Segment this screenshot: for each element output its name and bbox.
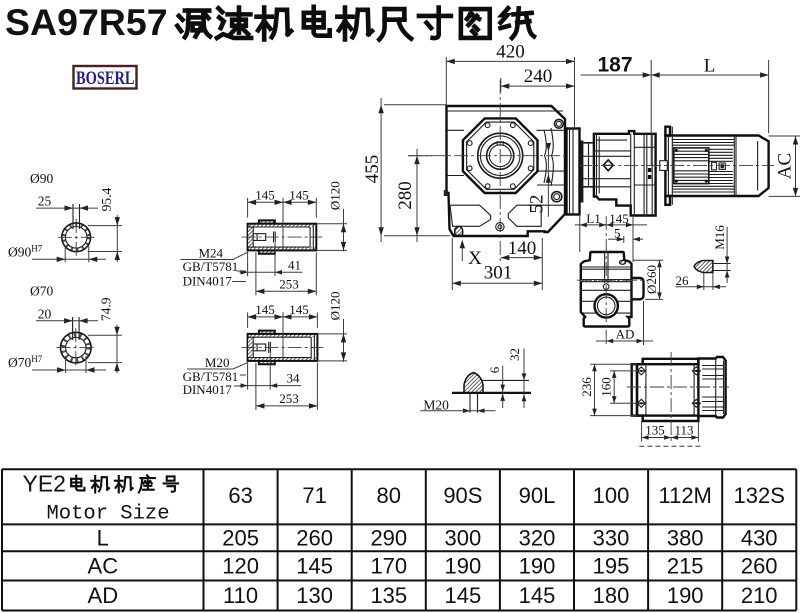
svg-text:52: 52 xyxy=(527,195,548,214)
svg-text:Motor Size: Motor Size xyxy=(46,503,169,526)
svg-text:160: 160 xyxy=(599,377,614,397)
svg-text:DIN4017: DIN4017 xyxy=(183,382,233,397)
svg-text:SA97R57: SA97R57 xyxy=(5,1,168,43)
svg-text:190: 190 xyxy=(445,554,482,579)
svg-text:80: 80 xyxy=(377,483,401,508)
svg-text:145: 145 xyxy=(289,302,309,317)
svg-text:YE2: YE2 xyxy=(23,471,66,497)
svg-text:95.4: 95.4 xyxy=(99,188,114,212)
svg-text:Ø70: Ø70 xyxy=(30,284,53,299)
svg-text:34: 34 xyxy=(287,371,301,386)
svg-text:260: 260 xyxy=(296,526,333,551)
svg-text:L: L xyxy=(97,526,109,551)
svg-text:71: 71 xyxy=(302,483,326,508)
svg-text:190: 190 xyxy=(667,583,704,608)
svg-text:145: 145 xyxy=(445,583,482,608)
svg-text:100: 100 xyxy=(593,483,630,508)
svg-text:25: 25 xyxy=(38,194,52,209)
svg-text:26: 26 xyxy=(676,273,690,288)
svg-text:Ø120: Ø120 xyxy=(328,181,343,210)
svg-text:280: 280 xyxy=(395,181,416,210)
svg-text:112M: 112M xyxy=(658,483,711,508)
svg-text:GB/T5781: GB/T5781 xyxy=(183,259,239,274)
svg-text:420: 420 xyxy=(496,42,525,63)
svg-text:180: 180 xyxy=(593,583,630,608)
svg-text:L: L xyxy=(704,56,716,77)
svg-text:253: 253 xyxy=(279,276,299,291)
svg-text:236: 236 xyxy=(579,377,594,397)
svg-text:145: 145 xyxy=(519,583,556,608)
svg-text:430: 430 xyxy=(741,526,778,551)
svg-text:132S: 132S xyxy=(734,483,785,508)
svg-text:AC: AC xyxy=(775,153,796,179)
svg-text:20: 20 xyxy=(38,306,52,321)
svg-text:L1: L1 xyxy=(586,211,600,226)
svg-text:145: 145 xyxy=(289,187,309,202)
svg-text:74.9: 74.9 xyxy=(99,297,114,321)
svg-text:290: 290 xyxy=(370,526,407,551)
svg-text:6: 6 xyxy=(487,366,502,373)
svg-text:455: 455 xyxy=(362,155,383,184)
svg-text:Ø90: Ø90 xyxy=(30,171,53,186)
svg-text:301: 301 xyxy=(484,263,513,284)
svg-text:320: 320 xyxy=(519,526,556,551)
svg-text:63: 63 xyxy=(228,483,252,508)
svg-text:190: 190 xyxy=(519,554,556,579)
svg-text:187: 187 xyxy=(597,54,632,77)
svg-text:113: 113 xyxy=(674,423,693,438)
svg-text:M24: M24 xyxy=(199,246,224,261)
svg-text:BOSERL: BOSERL xyxy=(76,68,135,89)
svg-text:240: 240 xyxy=(524,66,553,87)
svg-text:AD: AD xyxy=(88,583,119,608)
svg-text:GB/T5781: GB/T5781 xyxy=(183,369,239,384)
svg-text:140: 140 xyxy=(508,238,537,259)
svg-text:210: 210 xyxy=(741,583,778,608)
svg-text:145: 145 xyxy=(609,211,629,226)
svg-text:M20: M20 xyxy=(423,398,449,413)
svg-text:135: 135 xyxy=(370,583,407,608)
svg-text:380: 380 xyxy=(667,526,704,551)
svg-text:145: 145 xyxy=(255,302,275,317)
svg-text:M20: M20 xyxy=(205,355,230,370)
svg-text:205: 205 xyxy=(222,526,259,551)
svg-text:120: 120 xyxy=(222,554,259,579)
svg-text:145: 145 xyxy=(255,187,275,202)
svg-text:130: 130 xyxy=(296,583,333,608)
svg-text:Ø120: Ø120 xyxy=(328,291,343,320)
svg-text:90S: 90S xyxy=(443,483,482,508)
svg-text:DIN4017: DIN4017 xyxy=(183,274,233,289)
svg-text:110: 110 xyxy=(223,583,258,608)
svg-text:90L: 90L xyxy=(519,483,556,508)
svg-text:135: 135 xyxy=(645,423,665,438)
svg-text:260: 260 xyxy=(741,554,778,579)
svg-text:AD: AD xyxy=(616,327,635,342)
svg-text:X: X xyxy=(468,248,482,269)
svg-text:300: 300 xyxy=(445,526,482,551)
svg-text:195: 195 xyxy=(593,554,630,579)
svg-text:330: 330 xyxy=(593,526,630,551)
svg-text:145: 145 xyxy=(296,554,333,579)
svg-text:Ø260: Ø260 xyxy=(644,265,659,294)
svg-text:215: 215 xyxy=(667,554,704,579)
svg-text:5: 5 xyxy=(614,226,621,241)
svg-text:253: 253 xyxy=(279,391,299,406)
svg-text:M16: M16 xyxy=(712,225,727,250)
svg-text:32: 32 xyxy=(507,348,522,361)
svg-text:AC: AC xyxy=(88,554,119,579)
svg-text:170: 170 xyxy=(370,554,407,579)
svg-text:41: 41 xyxy=(288,257,301,272)
